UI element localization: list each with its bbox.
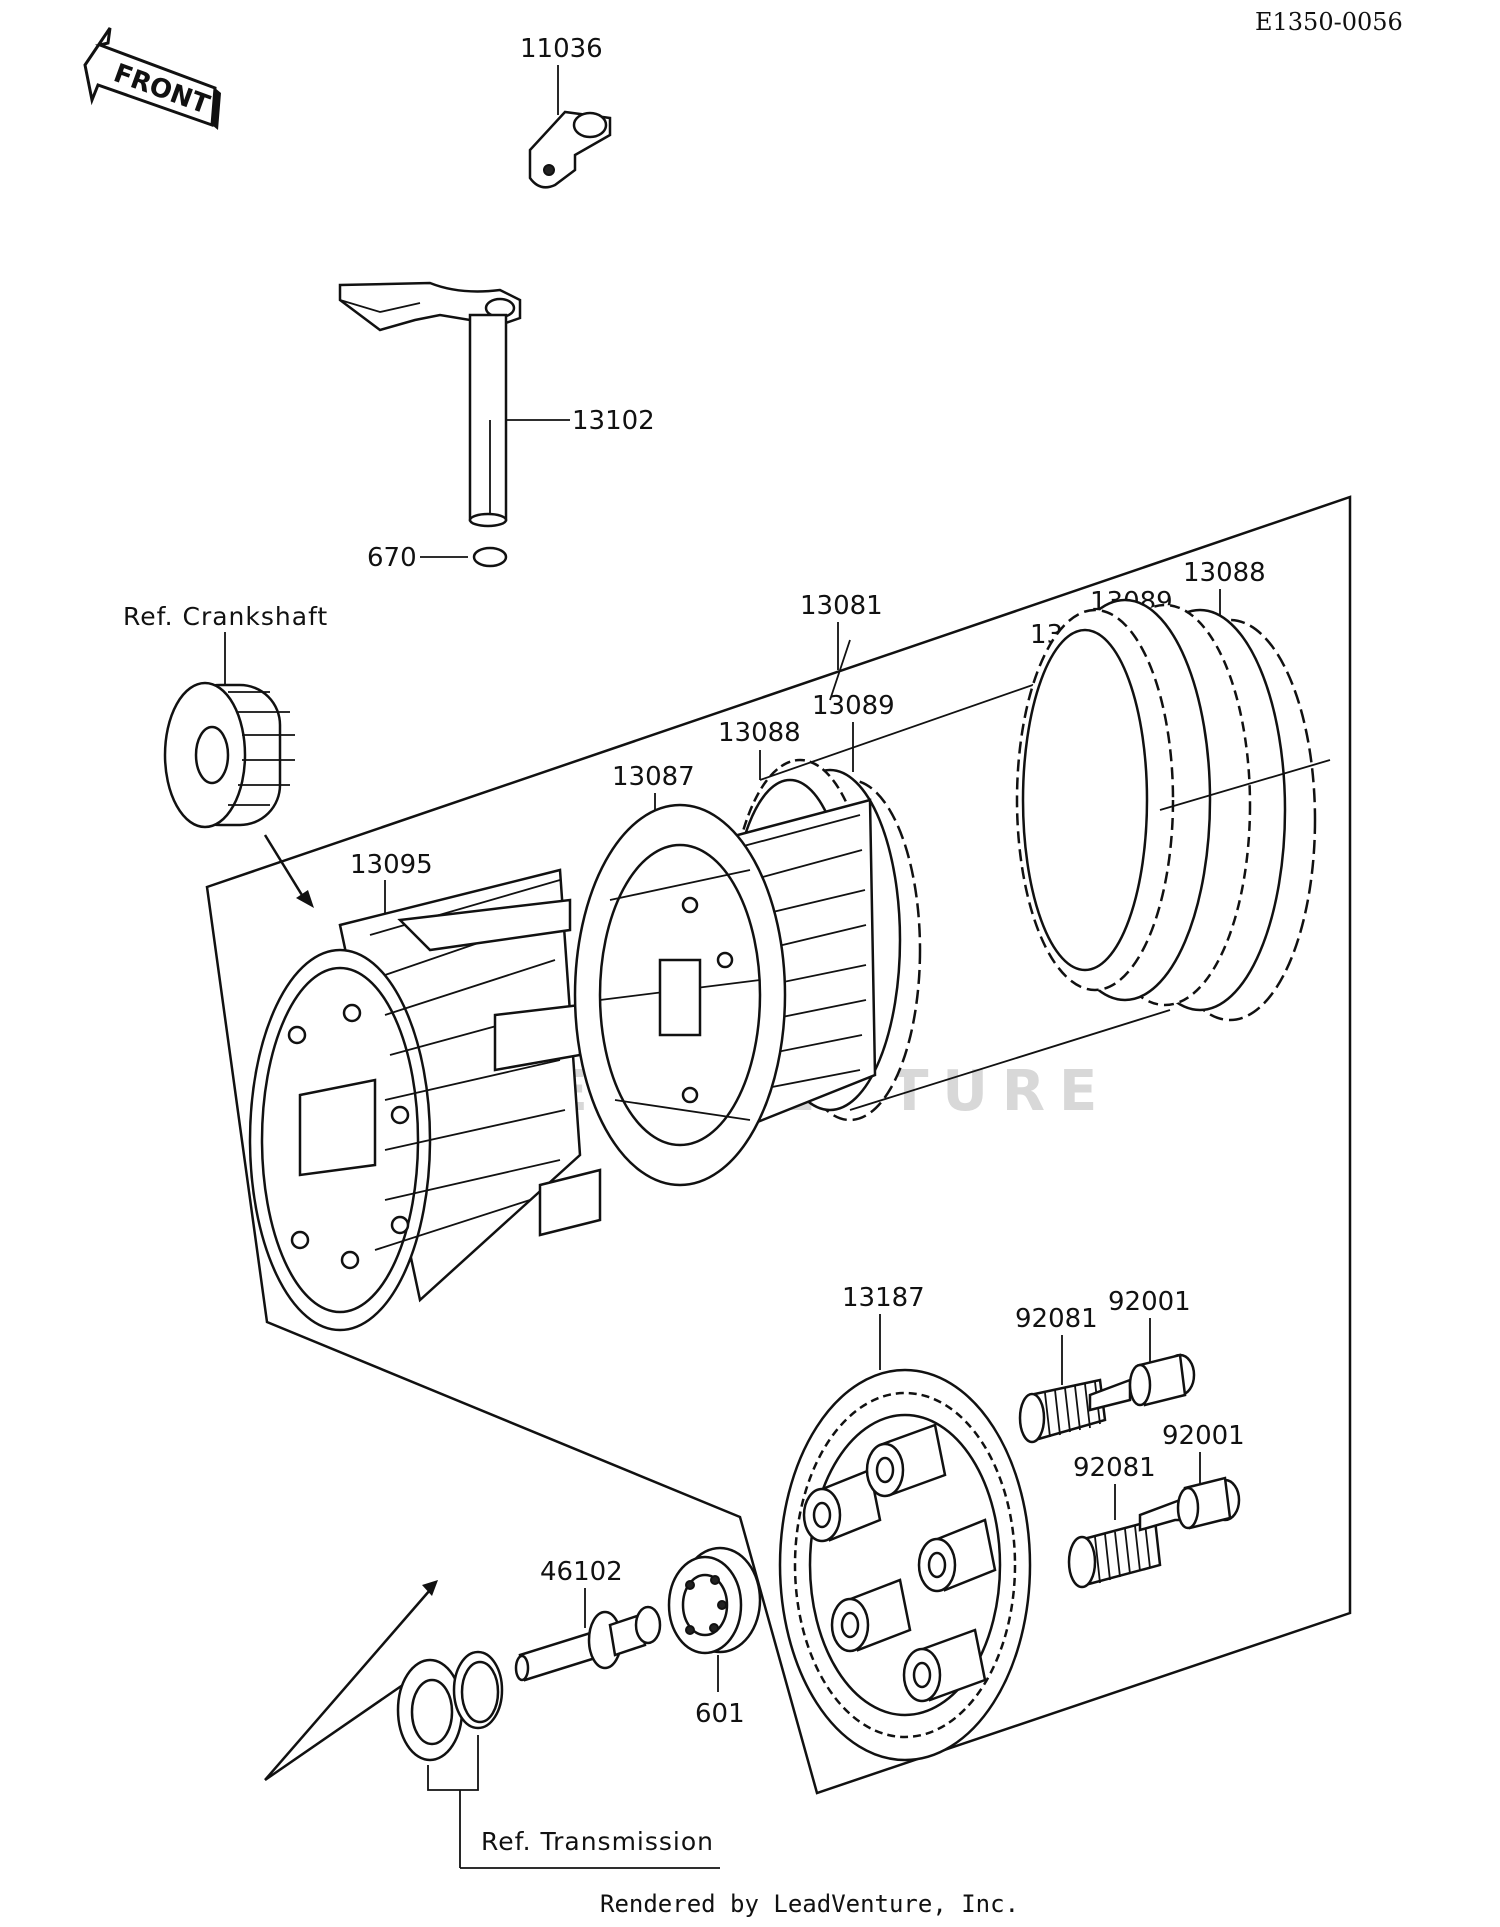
- assembly-outline: [205, 495, 1352, 1795]
- part-label-92081-upper: 92081: [1015, 1304, 1098, 1334]
- crankshaft-gear: Ref. Crankshaft: [123, 602, 328, 908]
- plate-stack-back: [1015, 598, 1331, 1022]
- part-92001-upper[interactable]: 92001: [1088, 1287, 1196, 1412]
- front-arrow-icon: FRONT: [83, 27, 221, 130]
- part-670[interactable]: 670: [367, 543, 508, 573]
- part-13102[interactable]: 13102: [338, 281, 655, 528]
- part-label-13187: 13187: [842, 1283, 925, 1313]
- part-13081[interactable]: 13081: [800, 591, 883, 701]
- part-13088-front[interactable]: 13088: [718, 718, 801, 780]
- part-11036[interactable]: 11036: [520, 34, 612, 189]
- part-601[interactable]: 601: [667, 1546, 762, 1729]
- part-92001-lower[interactable]: 92001: [1138, 1421, 1245, 1532]
- part-13095[interactable]: 13095: [248, 850, 602, 1332]
- part-label-13102: 13102: [572, 406, 655, 436]
- diagram-code: E1350-0056: [1255, 8, 1403, 36]
- part-label-11036: 11036: [520, 34, 603, 64]
- part-label-92001-lower: 92001: [1162, 1421, 1245, 1451]
- part-label-13095: 13095: [350, 850, 433, 880]
- part-label-13087: 13087: [612, 762, 695, 792]
- transmission-washers: Ref. Transmission: [264, 1580, 720, 1869]
- part-13187[interactable]: 13187: [778, 1283, 1032, 1762]
- ref-crankshaft-label: Ref. Crankshaft: [123, 602, 328, 631]
- part-label-13088-back: 13088: [1183, 558, 1266, 588]
- part-label-670: 670: [367, 543, 417, 573]
- part-label-601: 601: [695, 1699, 745, 1729]
- part-label-13089-front: 13089: [812, 691, 895, 721]
- ref-transmission-label: Ref. Transmission: [481, 1827, 714, 1856]
- part-label-46102: 46102: [540, 1557, 623, 1587]
- part-13089-front[interactable]: 13089: [812, 691, 895, 772]
- part-13087[interactable]: 13087: [573, 762, 877, 1187]
- part-label-13088-front: 13088: [718, 718, 801, 748]
- part-label-92081-lower: 92081: [1073, 1453, 1156, 1483]
- part-label-13081: 13081: [800, 591, 883, 621]
- part-92081-upper[interactable]: 92081: [1015, 1304, 1107, 1444]
- boss-cylinders: [802, 1423, 997, 1703]
- part-label-92001-upper: 92001: [1108, 1287, 1191, 1317]
- part-92081-lower[interactable]: 92081: [1067, 1453, 1162, 1589]
- footer-credit: Rendered by LeadVenture, Inc.: [600, 1890, 1019, 1918]
- part-46102[interactable]: 46102: [514, 1557, 662, 1682]
